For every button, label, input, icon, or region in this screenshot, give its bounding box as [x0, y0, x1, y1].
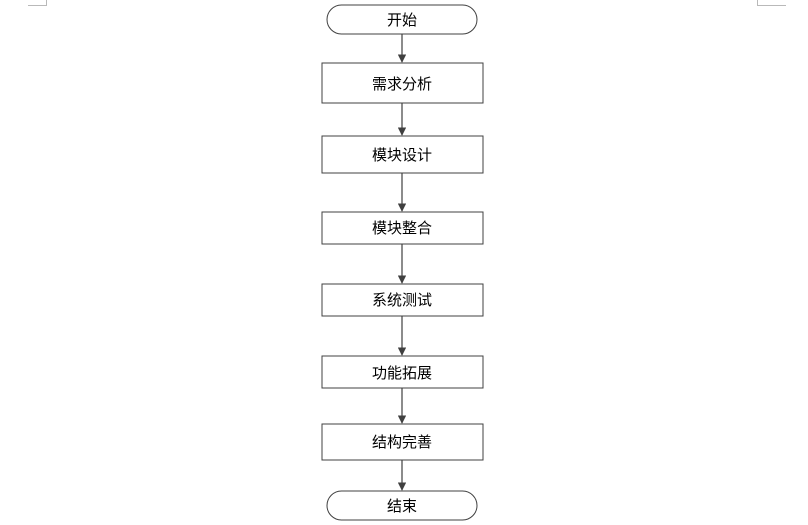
process-box [321, 211, 484, 245]
process-box [321, 62, 484, 104]
process-node-module-integration: 模块整合 [321, 211, 484, 245]
process-node-requirements: 需求分析 [321, 62, 484, 104]
process-node-structure-refinement: 结构完善 [321, 423, 484, 461]
process-label: 功能拓展 [372, 364, 432, 382]
process-label: 模块设计 [372, 146, 432, 164]
page-corner-mark-right [757, 0, 786, 6]
process-label: 需求分析 [372, 75, 432, 93]
process-node-module-design: 模块设计 [321, 135, 484, 174]
start-node: 开始 [326, 4, 478, 35]
process-node-system-test: 系统测试 [321, 283, 484, 317]
start-terminal-shape [326, 4, 478, 35]
process-box [321, 283, 484, 317]
end-node: 结束 [326, 490, 478, 521]
process-label: 结构完善 [372, 433, 432, 451]
page-corner-mark-left [28, 0, 47, 6]
process-label: 模块整合 [372, 219, 432, 237]
process-label: 系统测试 [372, 291, 432, 309]
process-node-feature-extension: 功能拓展 [321, 355, 484, 389]
end-terminal-shape [326, 490, 478, 521]
process-box [321, 423, 484, 461]
start-label: 开始 [387, 11, 417, 29]
process-box [321, 355, 484, 389]
process-box [321, 135, 484, 174]
end-label: 结束 [387, 497, 417, 515]
